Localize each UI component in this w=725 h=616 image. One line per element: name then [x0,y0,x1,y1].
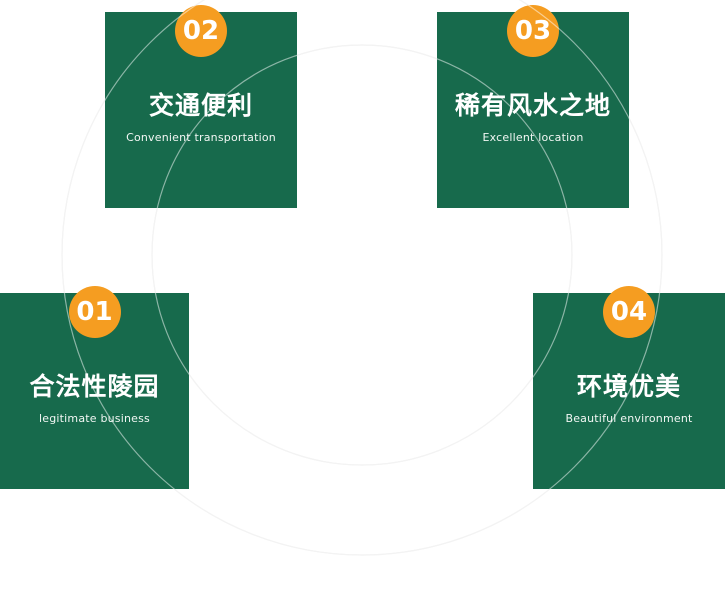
card-subtitle: Excellent location [482,131,584,145]
feature-card-04: 04 环境优美 Beautiful environment [533,286,725,489]
card-subtitle: Beautiful environment [565,412,693,426]
badge-number: 04 [610,297,648,327]
card-title: 稀有风水之地 [454,91,611,120]
card-subtitle: legitimate business [38,412,150,426]
feature-card-01: 01 合法性陵园 legitimate business [0,286,189,489]
feature-card-02: 02 交通便利 Convenient transportation [105,5,297,208]
badge-number: 02 [182,16,220,46]
card-title: 交通便利 [148,91,253,120]
feature-card-03: 03 稀有风水之地 Excellent location [437,5,629,208]
badge-number: 03 [514,16,552,46]
badge-number: 01 [76,297,113,327]
number-badge-02: 02 [175,5,227,57]
card-title: 合法性陵园 [29,372,160,401]
number-badge-03: 03 [507,5,559,57]
card-subtitle: Convenient transportation [126,131,276,145]
number-badge-04: 04 [603,286,655,338]
number-badge-01: 01 [68,286,121,338]
card-title: 环境优美 [576,372,681,401]
